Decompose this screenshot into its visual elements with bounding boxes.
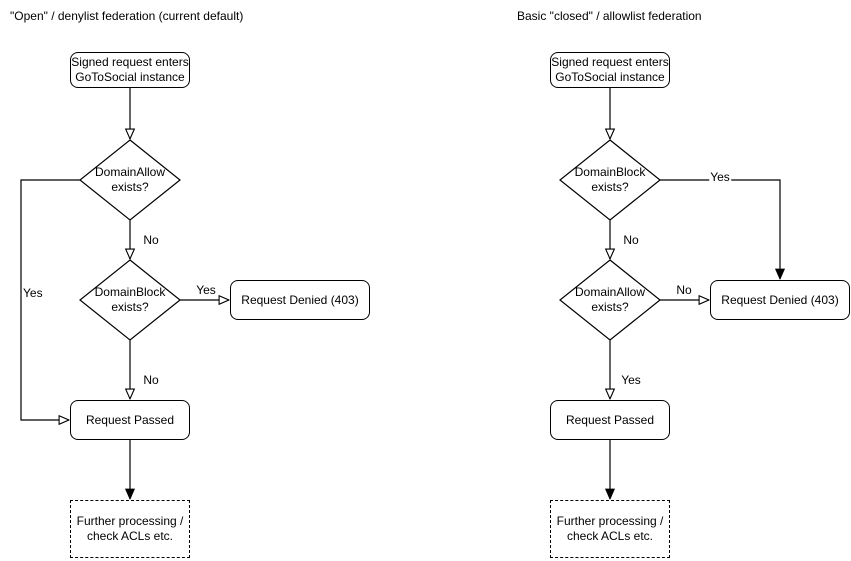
edge-domainallow-yes-to-passed-left [20,179,80,420]
further-processing-right-line1: Further processing / [556,514,664,528]
edge-label-block-yes-right: Yes [709,170,731,184]
edge-domainblock-yes-to-denied-right [660,179,780,279]
further-processing-left-line2: check ACLs etc. [86,529,174,543]
start-node-left-line1: Signed request enters [71,55,189,69]
further-processing-right-line2: check ACLs etc. [566,529,654,543]
request-passed-node-right: Request Passed [550,400,670,440]
decision-diamond-domainblock-left [79,259,181,341]
decision-diamond-domainallow-left [79,139,181,221]
edge-label-allow-no-left: No [142,233,160,247]
start-node-right-line1: Signed request enters [551,55,669,69]
edge-label-allow-yes-left: Yes [22,286,44,300]
edge-label-block-no-right: No [622,233,640,247]
decision-diamond-domainallow-right [559,259,661,341]
further-processing-node-right: Further processing / check ACLs etc. [550,500,670,558]
further-processing-left-line1: Further processing / [76,514,184,528]
edge-label-block-yes-left: Yes [195,283,217,297]
further-processing-node-left: Further processing / check ACLs etc. [70,500,190,558]
start-node-right-line2: GoToSocial instance [555,70,665,84]
left-chart-title: "Open" / denylist federation (current de… [10,9,244,23]
request-passed-right-label: Request Passed [565,412,655,427]
request-passed-node-left: Request Passed [70,400,190,440]
start-node-left-line2: GoToSocial instance [75,70,185,84]
request-denied-right-label: Request Denied (403) [721,292,839,307]
decision-diamond-domainblock-right [559,139,661,221]
request-passed-left-label: Request Passed [85,412,175,427]
start-node-left: Signed request enters GoToSocial instanc… [70,52,190,88]
right-chart-title: Basic "closed" / allowlist federation [517,9,702,23]
edge-label-allow-no-right: No [675,283,693,297]
start-node-right: Signed request enters GoToSocial instanc… [550,52,670,88]
edge-label-block-no-left: No [142,373,160,387]
request-denied-node-right: Request Denied (403) [710,280,850,320]
edge-label-allow-yes-right: Yes [620,373,642,387]
request-denied-left-label: Request Denied (403) [241,292,359,307]
request-denied-node-left: Request Denied (403) [230,280,370,320]
